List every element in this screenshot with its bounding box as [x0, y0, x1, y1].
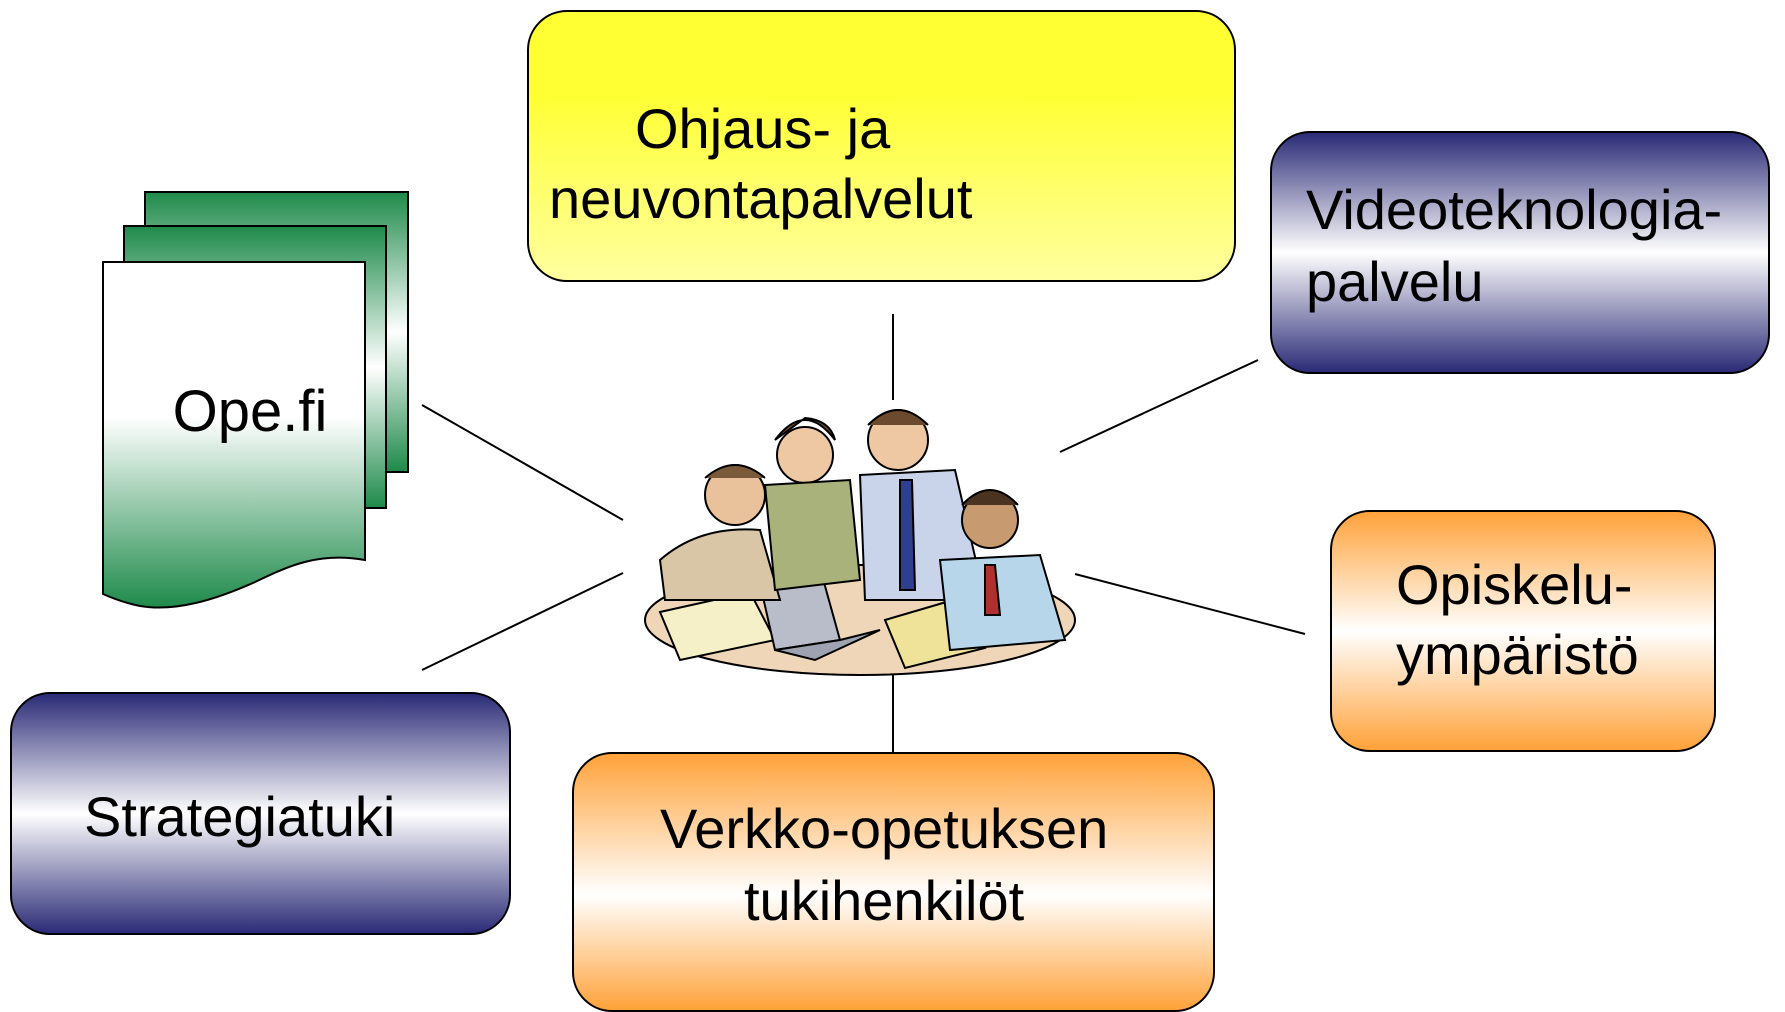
node-strategiatuki: Strategiatuki: [10, 692, 511, 935]
node-opiskelu-line-2: ympäristö: [1396, 623, 1639, 686]
node-opefi-label: Ope.fi: [172, 379, 328, 444]
node-videoteknologiapalvelu: Videoteknologia- palvelu: [1270, 131, 1770, 374]
node-opiskelu-line-1: Opiskelu-: [1396, 553, 1633, 616]
connector-strategia: [421, 572, 624, 671]
team-meeting-clipart-icon: [644, 409, 1076, 676]
node-verkko-opetuksen-tukihenkilot: Verkko-opetuksen tukihenkilöt: [572, 752, 1215, 1012]
document-stack-icon: [102, 191, 409, 609]
connector-lines: [421, 314, 1306, 752]
connector-opiskelu: [1074, 573, 1306, 635]
node-ohjaus-neuvontapalvelut: Ohjaus- ja neuvontapalvelut: [527, 10, 1236, 282]
node-opiskeluymparisto: Opiskelu- ympäristö: [1330, 510, 1716, 752]
node-ohjaus-line-2: neuvontapalvelut: [549, 167, 973, 230]
node-video-line-2: palvelu: [1306, 250, 1484, 313]
node-strategia-line-1: Strategiatuki: [84, 785, 396, 848]
node-verkko-line-2: tukihenkilöt: [744, 869, 1025, 932]
connector-opefi: [421, 404, 624, 521]
node-video-line-1: Videoteknologia-: [1306, 178, 1723, 241]
node-ohjaus-line-1: Ohjaus- ja: [635, 97, 891, 160]
node-verkko-line-1: Verkko-opetuksen: [660, 797, 1109, 860]
connector-video: [1059, 359, 1259, 453]
